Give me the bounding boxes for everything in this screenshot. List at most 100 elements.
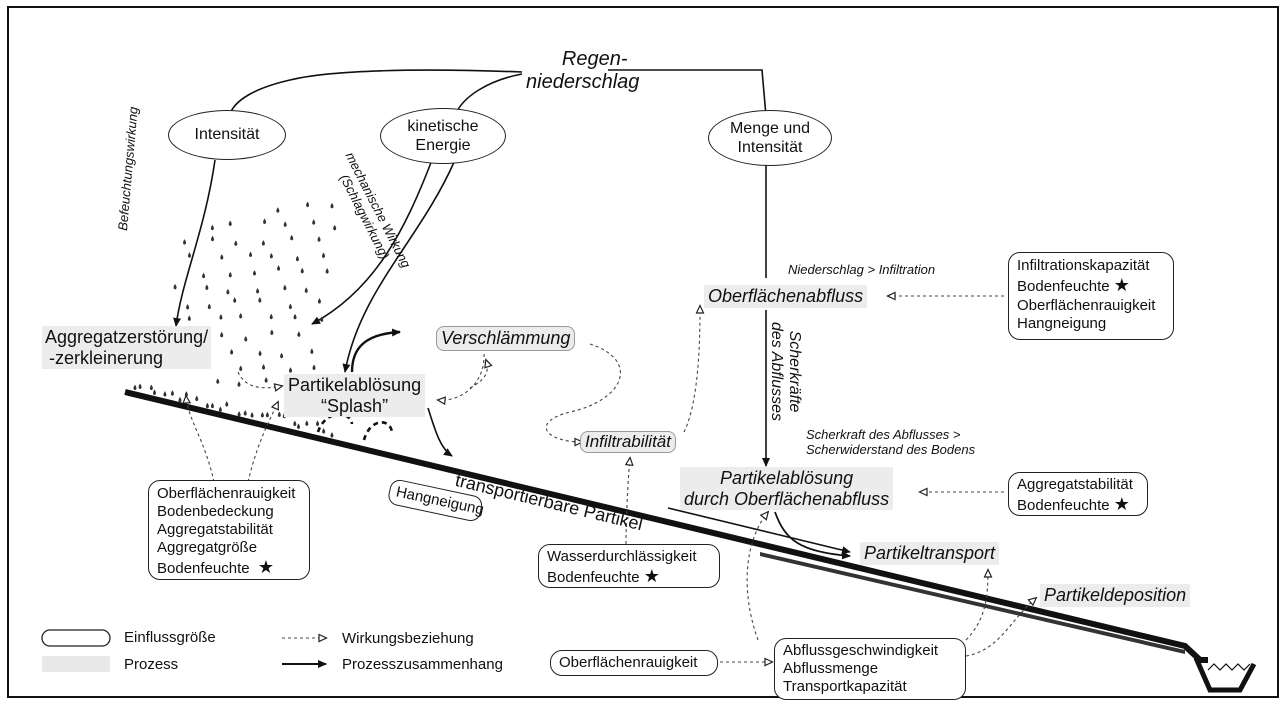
rain-label: Regen- niederschlag (526, 48, 640, 93)
infiltrability-process: Infiltrabilität (580, 431, 676, 453)
flow-factor-1: Abflussgeschwindigkeit (783, 642, 939, 659)
mechanical-arrow-1 (311, 159, 433, 325)
rain-drop (322, 252, 326, 259)
rain-drop (300, 267, 304, 274)
rain-drop (293, 420, 297, 427)
legend-effect-label: Wirkungsbeziehung (342, 630, 474, 647)
sealing-splash-link (436, 353, 485, 406)
star-icon: ★ (1113, 275, 1130, 295)
legend-process-link-label: Prozesszusammenhang (342, 656, 503, 673)
permeability-to-infiltrability-link (624, 456, 634, 545)
rain-drop (219, 314, 223, 320)
rain-drop (269, 313, 273, 320)
diagram-frame (7, 6, 1279, 698)
mechanical-arrow-2 (342, 159, 456, 373)
rain-drop (187, 315, 191, 321)
legend-process-label: Prozess (124, 656, 179, 673)
rain-drop (233, 297, 237, 303)
star-icon: ★ (1113, 494, 1130, 514)
rain-drop (270, 329, 274, 336)
rain-drop (288, 303, 292, 310)
rain-drop (153, 389, 157, 395)
rain-drop (249, 251, 253, 258)
rain-drop (330, 202, 334, 209)
kinetic-energy-factor: kinetische Energie (380, 108, 506, 164)
rain-drop (239, 365, 243, 371)
rain-drop (207, 303, 211, 310)
rain-drop (202, 272, 206, 279)
rain-drop (226, 288, 230, 295)
splash-factor-2: Bodenbedeckung (157, 503, 274, 520)
rain-drop (237, 411, 241, 417)
star-icon: ★ (257, 557, 275, 577)
shear-condition-label: Scherkraft des Abflusses > Scherwidersta… (806, 427, 976, 457)
rain-drop (317, 236, 321, 242)
rain-to-amount-line (608, 69, 767, 117)
rain-drop (297, 331, 301, 337)
rain-drop (264, 377, 268, 383)
rain-drop (183, 239, 187, 245)
flow-factor-2: Abflussmenge (783, 660, 879, 677)
rain-drop (218, 406, 222, 413)
detach-factor-1: Aggregatstabilität (1017, 476, 1133, 493)
sealing-process: Verschlämmung (436, 326, 576, 351)
splash-curl-arrow (350, 328, 401, 373)
splash-factors-link-1 (182, 394, 215, 483)
particle-transport-process: Partikeltransport (860, 542, 1000, 565)
rain-drop (228, 220, 232, 227)
infiltration-factor-3: Oberflächenrauigkeit (1017, 296, 1156, 314)
rain-drop (225, 401, 229, 407)
rain-drop (283, 221, 287, 227)
wetting-arrow (173, 159, 216, 327)
rain-drop (283, 284, 287, 291)
rain-drop (269, 252, 273, 259)
rain-drop (220, 331, 224, 338)
rain-drop (187, 252, 191, 258)
rain-drop (163, 391, 167, 397)
rain-drop (256, 287, 260, 294)
rain-drop (265, 411, 269, 418)
rain-drop (258, 350, 262, 356)
rain-drop (260, 412, 264, 418)
rain-drop (290, 234, 294, 241)
roughness-box: Oberflächenrauigkeit (550, 650, 718, 676)
infiltration-factors-box: Infiltrationskapazität Bodenfeuchte ★ Ob… (1008, 252, 1174, 340)
aggregate-destruction-process: Aggregatzerstörung/ -zerkleinerung (42, 326, 212, 370)
rain-drop (138, 383, 142, 389)
legend-factor-label: Einflussgröße (124, 629, 216, 646)
flow-to-detach-link (746, 510, 770, 641)
rain-drop (170, 390, 174, 396)
rain-drop (195, 395, 199, 402)
rain-drop (277, 265, 281, 271)
legend-factor-swatch (41, 629, 111, 647)
splash-arc-2 (362, 421, 394, 441)
rain-drop (243, 410, 247, 416)
rain-drop (228, 271, 232, 278)
infiltration-factor-1: Infiltrationskapazität (1017, 257, 1150, 274)
splash-factor-3: Aggregatstabilität (157, 521, 273, 538)
rain-drop (230, 348, 234, 355)
detach-factor-2: Bodenfeuchte ★ (1017, 494, 1130, 514)
rain-drop (149, 384, 153, 391)
rain-drop (237, 381, 241, 387)
splash-factor-4: Aggregatgröße (157, 539, 258, 556)
particles-to-transport-arrow (667, 507, 851, 555)
splash-to-transport-arrow (427, 407, 453, 457)
rain-drop (293, 313, 297, 320)
channel (1193, 656, 1257, 693)
rain-drop (312, 219, 316, 225)
slope-line (124, 389, 1208, 663)
infiltration-factor-4: Hangneigung (1017, 314, 1107, 332)
rain-drop (252, 270, 256, 276)
rain-drop (261, 240, 265, 246)
rain-drop (239, 313, 243, 319)
rain-drop (305, 420, 309, 426)
sealing-splash-link-up (469, 358, 493, 389)
rain-drop (263, 218, 267, 225)
rain-drop (210, 224, 214, 231)
rain-drop (220, 254, 224, 260)
shear-forces-label: Scherkräfte des Abflusses (767, 322, 803, 422)
rain-drop (262, 364, 266, 370)
